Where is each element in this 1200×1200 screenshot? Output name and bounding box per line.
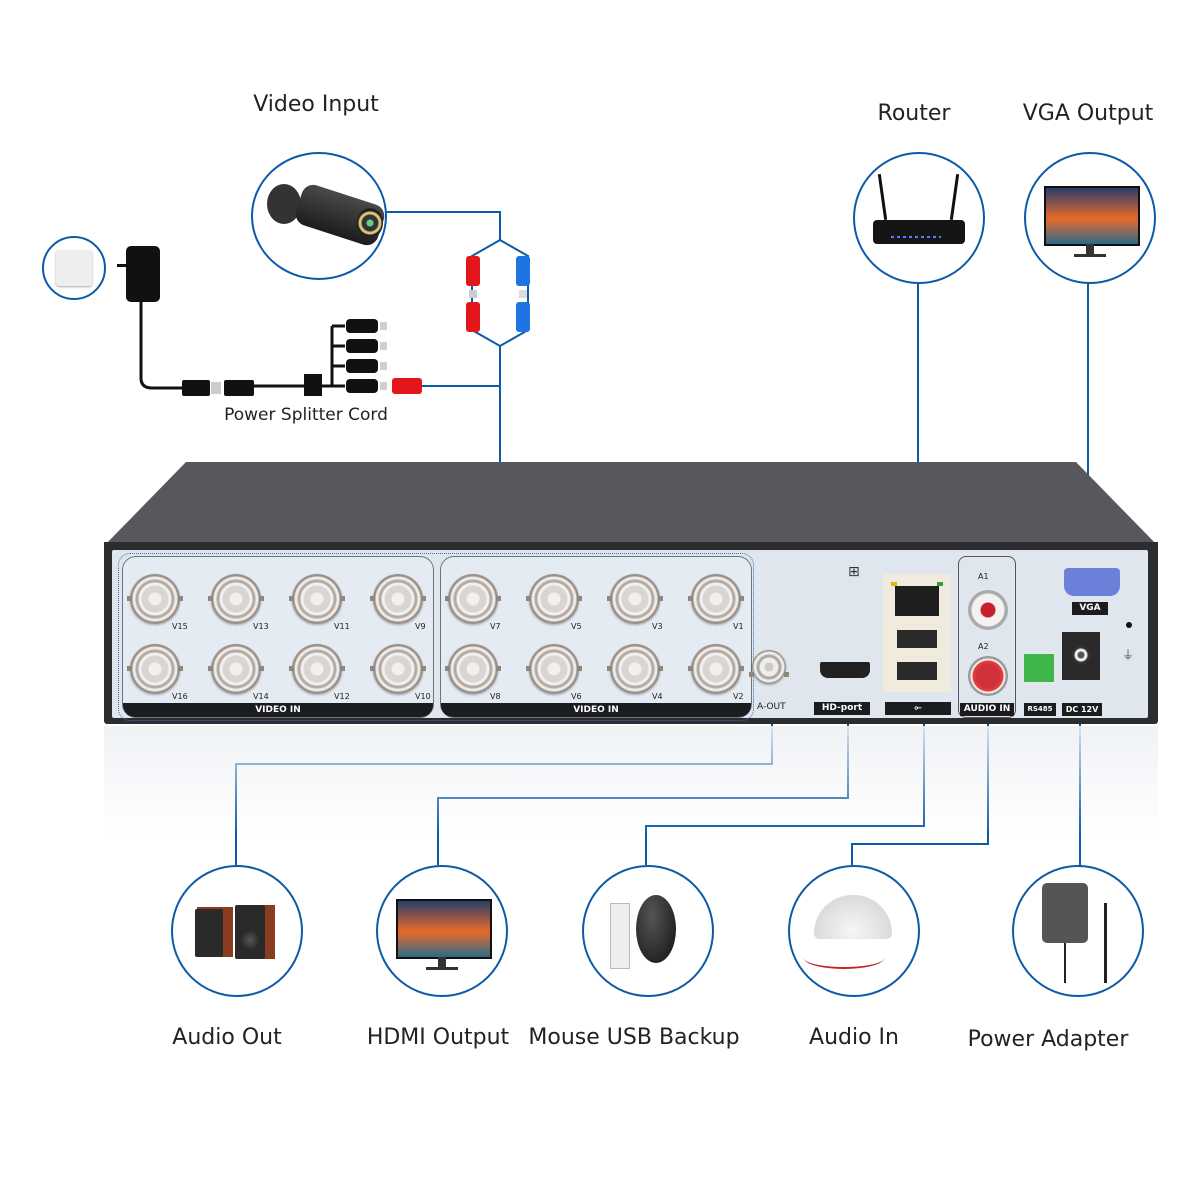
hdmi-output-label: HDMI Output <box>366 1025 510 1050</box>
bnc-port-v5[interactable] <box>526 574 582 624</box>
dc-label: DC 12V <box>1062 703 1102 716</box>
rs485-label: RS485 <box>1024 703 1056 716</box>
bnc-port-v8[interactable] <box>445 644 501 694</box>
a2-label: A2 <box>978 642 989 651</box>
wall-outlet-icon <box>42 236 106 300</box>
bnc-port-v6[interactable] <box>526 644 582 694</box>
bnc-port-v12[interactable] <box>289 644 345 694</box>
vga-output-label: VGA Output <box>1022 101 1154 126</box>
audio-in-a1-port[interactable] <box>968 590 1008 630</box>
audio-in-label: AUDIO IN <box>960 703 1014 716</box>
camera-line <box>386 211 501 240</box>
rs485-terminal[interactable] <box>1024 654 1054 682</box>
audio-in-device-label: Audio In <box>809 1025 899 1050</box>
hdmi-port[interactable] <box>820 662 870 678</box>
bnc-port-label: V15 <box>172 622 188 631</box>
bnc-port-label: V10 <box>415 692 431 701</box>
vga-port[interactable] <box>1064 568 1120 596</box>
bnc-port-v13[interactable] <box>208 574 264 624</box>
a1-label: A1 <box>978 572 989 581</box>
bnc-port-label: V6 <box>571 692 582 701</box>
bnc-port-v1[interactable] <box>688 574 744 624</box>
bnc-port-label: V9 <box>415 622 426 631</box>
vga-monitor-icon <box>1024 152 1156 284</box>
microphone-icon <box>788 865 920 997</box>
bnc-port-v11[interactable] <box>289 574 345 624</box>
bnc-port-label: V13 <box>253 622 269 631</box>
video-input-label: Video Input <box>253 92 379 117</box>
vga-label: VGA <box>1072 602 1108 615</box>
video-in-label: VIDEO IN <box>441 703 751 717</box>
router-icon <box>853 152 985 284</box>
video-in-area <box>118 553 754 721</box>
bnc-port-label: V7 <box>490 622 501 631</box>
hdmi-monitor-icon <box>376 865 508 997</box>
ground-icon: ⏚ <box>1122 648 1135 662</box>
dvr-top-cover <box>104 462 1158 550</box>
network-icon: ⊞ <box>848 564 860 580</box>
bnc-port-v4[interactable] <box>607 644 663 694</box>
audio-out-port[interactable] <box>749 650 789 684</box>
audio-in-a2-port[interactable] <box>968 656 1008 696</box>
dc-power-port[interactable] <box>1062 632 1100 680</box>
bnc-port-label: V8 <box>490 692 501 701</box>
usb-label: ⟜ <box>885 702 951 715</box>
router-label: Router <box>877 101 951 126</box>
bnc-port-label: V2 <box>733 692 744 701</box>
bnc-port-v3[interactable] <box>607 574 663 624</box>
bnc-port-label: V14 <box>253 692 269 701</box>
power-adapter-label: Power Adapter <box>967 1027 1129 1052</box>
bnc-port-v7[interactable] <box>445 574 501 624</box>
audio-out-label: Audio Out <box>172 1025 282 1050</box>
speakers-icon <box>171 865 303 997</box>
bnc-port-label: V12 <box>334 692 350 701</box>
bnc-port-v14[interactable] <box>208 644 264 694</box>
mouse-usb-backup-label: Mouse USB Backup <box>528 1025 740 1050</box>
hdmi-label: HD-port <box>814 702 870 715</box>
audio-in-group <box>958 556 1016 718</box>
usb-port-1[interactable] <box>897 630 937 648</box>
audio-out-label: A-OUT <box>757 702 786 712</box>
lan-usb-block <box>883 574 951 692</box>
bnc-port-label: V5 <box>571 622 582 631</box>
bnc-port-label: V3 <box>652 622 663 631</box>
power-adapter-icon <box>1012 865 1144 997</box>
bnc-port-v2[interactable] <box>688 644 744 694</box>
bnc-port-v10[interactable] <box>370 644 426 694</box>
bnc-port-v15[interactable] <box>127 574 183 624</box>
bnc-port-label: V1 <box>733 622 744 631</box>
bnc-port-label: V11 <box>334 622 350 631</box>
bnc-port-v9[interactable] <box>370 574 426 624</box>
reset-hole[interactable] <box>1126 622 1132 628</box>
bnc-port-label: V16 <box>172 692 188 701</box>
bnc-port-v16[interactable] <box>127 644 183 694</box>
video-in-label: VIDEO IN <box>123 703 433 717</box>
bnc-port-label: V4 <box>652 692 663 701</box>
power-splitter-label: Power Splitter Cord <box>224 405 388 425</box>
lan-port[interactable] <box>895 586 939 616</box>
dvr-reflection <box>104 726 1158 836</box>
mouse-usb-icon <box>582 865 714 997</box>
usb-port-2[interactable] <box>897 662 937 680</box>
bullet-camera-icon <box>251 152 387 280</box>
